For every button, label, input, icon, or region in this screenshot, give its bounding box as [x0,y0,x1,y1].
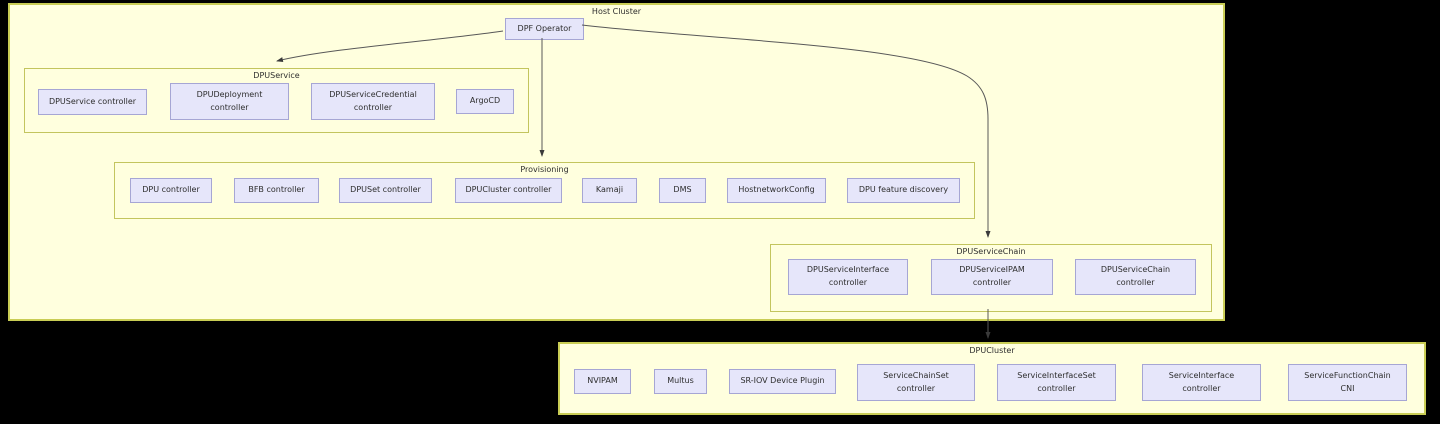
node-hostnetworkconfig: HostnetworkConfig [727,178,826,203]
node-kamaji: Kamaji [582,178,637,203]
node-dpu-feature-discovery: DPU feature discovery [847,178,960,203]
cluster-dpuservice: DPUService DPUService controller DPUDepl… [24,68,529,133]
cluster-dpucluster-label: DPUCluster [969,346,1015,355]
node-argocd: ArgoCD [456,89,514,114]
cluster-host-label: Host Cluster [591,7,642,16]
node-dpuservicecredential-controller: DPUServiceCredential controller [311,83,435,120]
node-servicefunctionchain-cni: ServiceFunctionChain CNI [1288,364,1407,401]
node-dpucluster-controller: DPUCluster controller [455,178,562,203]
node-serviceinterface-controller: ServiceInterface controller [1142,364,1261,401]
cluster-provisioning: Provisioning DPU controller BFB controll… [114,162,975,219]
node-dpudeployment-controller: DPUDeployment controller [170,83,289,120]
node-multus: Multus [654,369,707,394]
node-dpf-operator: DPF Operator [505,18,584,40]
node-dpu-controller: DPU controller [130,178,212,203]
node-serviceinterfaceset-controller: ServiceInterfaceSet controller [997,364,1116,401]
node-sriov-device-plugin: SR-IOV Device Plugin [729,369,836,394]
cluster-host: Host Cluster DPF Operator DPUService DPU… [8,3,1225,321]
node-dms: DMS [659,178,706,203]
node-dpuserviceipam-controller: DPUServiceIPAM controller [931,259,1053,295]
cluster-provisioning-label: Provisioning [520,165,569,174]
node-dpuserviceinterface-controller: DPUServiceInterface controller [788,259,908,295]
cluster-dpuservicechain: DPUServiceChain DPUServiceInterface cont… [770,244,1212,312]
node-nvipam: NVIPAM [574,369,631,394]
cluster-dpuservicechain-label: DPUServiceChain [956,247,1026,256]
node-dpuservice-controller: DPUService controller [38,89,147,115]
node-dpuset-controller: DPUSet controller [339,178,432,203]
node-bfb-controller: BFB controller [234,178,319,203]
node-servicechainset-controller: ServiceChainSet controller [857,364,975,401]
node-dpuservicechain-controller: DPUServiceChain controller [1075,259,1196,295]
cluster-dpucluster: DPUCluster NVIPAM Multus SR-IOV Device P… [558,342,1426,415]
cluster-dpuservice-label: DPUService [253,71,300,80]
